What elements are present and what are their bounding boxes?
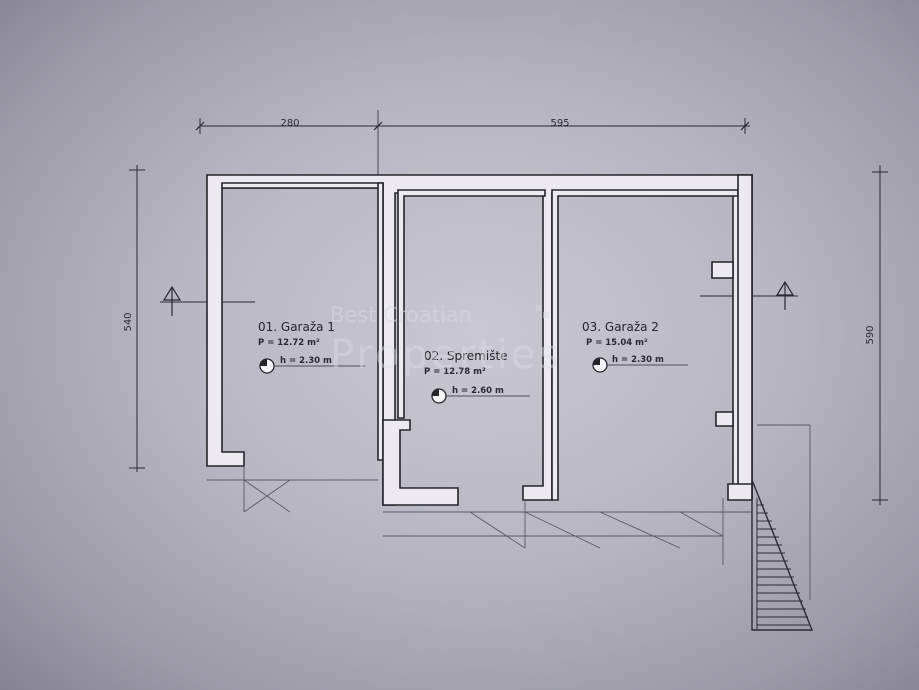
room-area: P = 15.04 m²	[586, 338, 648, 348]
top-dimension: 280 595	[195, 110, 750, 180]
room-height: h = 2.30 m	[280, 356, 332, 366]
building-walls	[206, 174, 753, 506]
room-height: h = 2.30 m	[612, 355, 664, 365]
dimension-right-height: 590	[865, 325, 876, 344]
dimension-top-left: 280	[280, 118, 299, 129]
room-label-garage-2: 03. Garaža 2 P = 15.04 m² h = 2.30 m	[582, 320, 688, 373]
terrace-lines	[207, 424, 811, 600]
room-area: P = 12.78 m²	[424, 367, 486, 377]
room-area: P = 12.72 m²	[258, 338, 320, 348]
watermark-line-2: Properties	[330, 332, 562, 378]
room-height: h = 2.60 m	[452, 386, 504, 396]
watermark-line-1: Best Croatian	[330, 303, 472, 327]
dimension-left-height: 540	[123, 312, 134, 331]
left-dimension: 540	[123, 165, 145, 472]
right-dimension: 590	[865, 165, 888, 505]
staircase	[751, 479, 814, 631]
room-label-storage: 02. Spremište P = 12.78 m² h = 2.60 m	[424, 349, 530, 404]
room-name: 03. Garaža 2	[582, 320, 659, 334]
dimension-top-right: 595	[550, 118, 569, 129]
room-name: 02. Spremište	[424, 349, 508, 363]
watermark-logo: Best Croatian Properties	[330, 303, 562, 378]
room-name: 01. Garaža 1	[258, 320, 335, 334]
room-label-garage-1: 01. Garaža 1 P = 12.72 m² h = 2.30 m	[258, 320, 365, 374]
